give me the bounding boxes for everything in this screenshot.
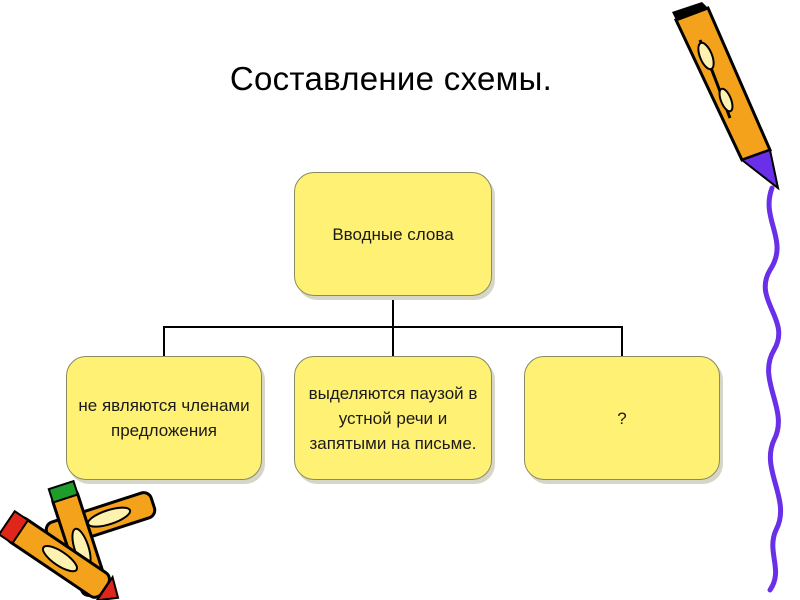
title-word-1: Составление [229,60,435,97]
root-node-label: Вводные слова [332,224,454,244]
diagram-root-node: Вводные слова [294,172,492,296]
crayons-icon [0,479,157,600]
diagram-child-node-3: ? [524,356,720,480]
child-node-1-label: не являются членами предложения [78,396,250,440]
slide-title: Составление схемы. [0,60,782,98]
diagram-child-node-2: выделяются паузой в устной речи и запяты… [294,356,492,480]
pencil-icon [672,2,780,191]
child-node-2-label: выделяются паузой в устной речи и запяты… [308,383,478,453]
diagram-child-node-1: не являются членами предложения [66,356,262,480]
title-word-2: схемы. [443,60,553,97]
purple-squiggle [762,185,784,593]
child-node-3-label: ? [617,408,627,428]
